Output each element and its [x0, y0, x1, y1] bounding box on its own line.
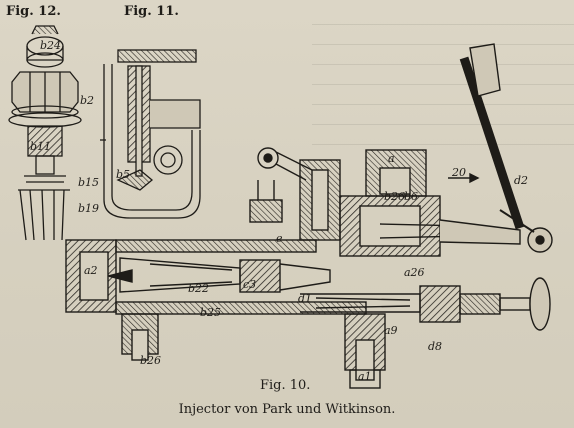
label-b6: b6 [404, 190, 418, 203]
label-a2: a2 [84, 264, 98, 277]
label-b25: b25 [200, 306, 221, 319]
label-a26: a26 [404, 266, 425, 279]
label-d8: d8 [428, 340, 442, 353]
annotation-labels: b24 b2 b11 b15 b19 b5 a b26 b6 20 d2 a2 … [30, 39, 528, 383]
label-e: e [276, 232, 283, 245]
label-c3: c3 [243, 278, 256, 291]
fig11-drawing [100, 49, 201, 219]
label-b26-bottom: b26 [140, 354, 161, 367]
label-b11: b11 [30, 140, 51, 153]
label-d2: d2 [514, 174, 528, 187]
fig12-drawing [8, 25, 82, 241]
label-b19: b19 [78, 202, 99, 215]
fig11-label: Fig. 11. [124, 4, 179, 19]
label-b5: b5 [116, 168, 130, 181]
label-b24: b24 [40, 39, 61, 52]
label-b15: b15 [78, 176, 99, 189]
fig10-drawing [65, 43, 553, 389]
label-a9: a9 [384, 324, 398, 337]
label-b26-top: b26 [384, 190, 405, 203]
label-b22: b22 [188, 282, 209, 295]
fig10-label: Fig. 10. [260, 378, 311, 393]
label-b2: b2 [80, 94, 94, 107]
label-a-top: a [388, 152, 395, 165]
label-d1: d1 [298, 292, 312, 305]
fig12-label: Fig. 12. [6, 4, 61, 19]
figure-caption: Injector von Park und Witkinson. [178, 402, 396, 417]
label-a1: a1 [358, 370, 372, 383]
label-20: 20 [451, 166, 466, 179]
